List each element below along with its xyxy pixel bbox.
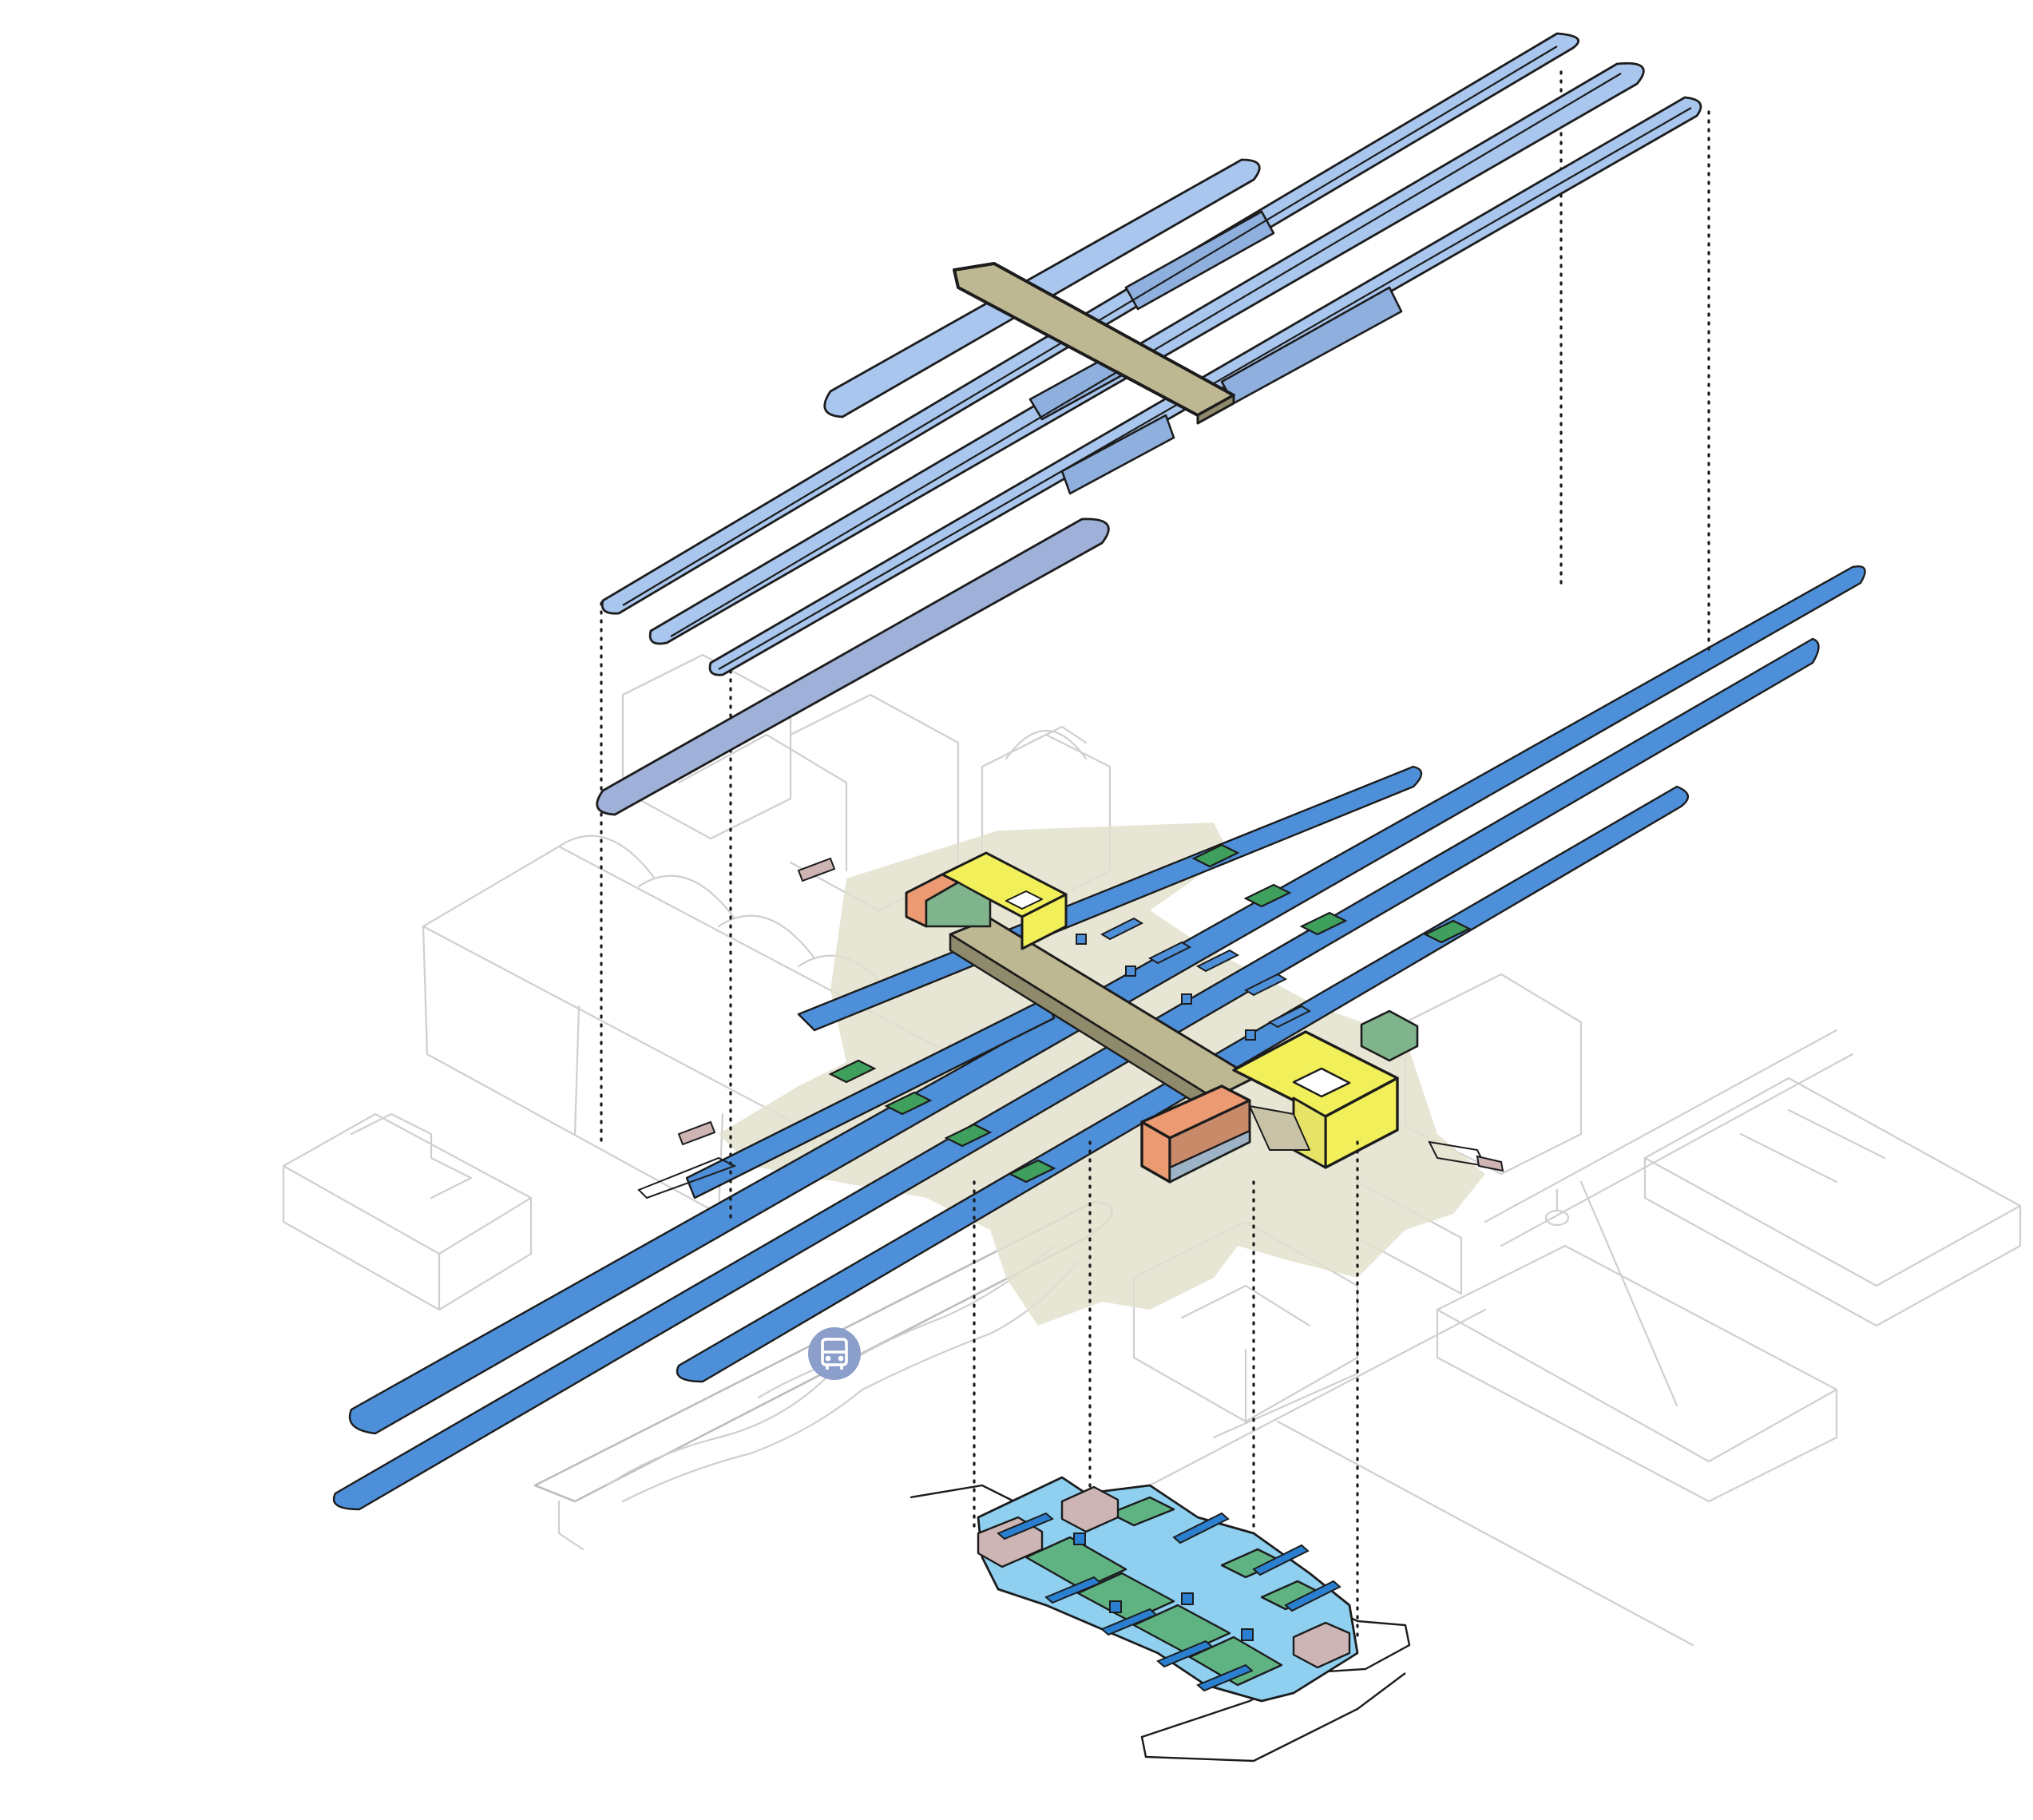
bus-icon bbox=[821, 1338, 848, 1370]
platform-layer bbox=[332, 565, 1866, 1511]
projection-lines bbox=[600, 70, 1710, 1639]
concourse-retail-units bbox=[977, 1485, 1351, 1687]
platform-5 bbox=[685, 997, 1056, 1199]
bus-stop-badge bbox=[808, 1327, 861, 1380]
concourse-kiosks bbox=[1073, 1533, 1254, 1641]
canopy-layer bbox=[596, 32, 1702, 816]
platform-4 bbox=[797, 765, 1423, 1032]
platform-furniture bbox=[1076, 917, 1312, 1041]
north-entrance bbox=[905, 851, 1068, 950]
concourse-stairs bbox=[997, 1512, 1341, 1692]
concourse-layer bbox=[910, 1476, 1411, 1763]
platform-shelters bbox=[828, 843, 1472, 1184]
platform-2 bbox=[332, 637, 1820, 1511]
concourse-floor bbox=[977, 1476, 1359, 1703]
canopy-section-b bbox=[1060, 414, 1175, 495]
south-entrance bbox=[1140, 1009, 1419, 1184]
canopy-lower-ghost bbox=[596, 517, 1110, 816]
